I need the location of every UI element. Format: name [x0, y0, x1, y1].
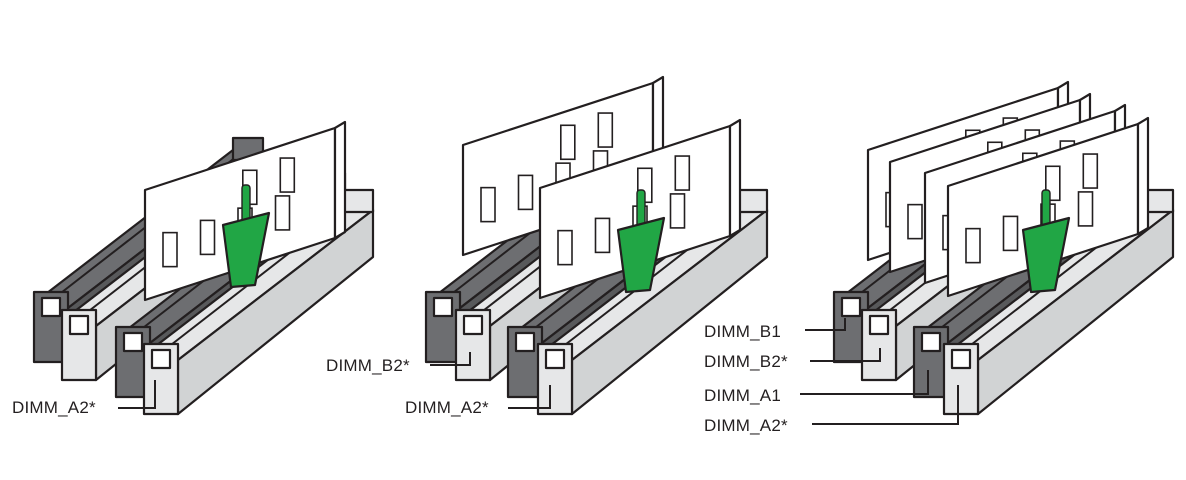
leader-b2-d2 [430, 352, 471, 366]
insert-arrow-d2-head [616, 216, 666, 294]
label-dimm-b1-quad: DIMM_B1 [704, 322, 781, 341]
module-a2-d2-chip [674, 155, 691, 191]
slot-a1-d2-latch-notch [514, 331, 536, 353]
label-dimm-a2-quad: DIMM_A2* [704, 416, 788, 435]
slot-a2-d1-latch-notch [150, 348, 172, 370]
module-4-d3-chip [1082, 153, 1099, 189]
module-b2-d2-chip [517, 174, 534, 211]
module-b2-d2-chip [597, 112, 614, 148]
module-a2-d2-edge [728, 118, 742, 238]
slot-a2-d1-back-latch [341, 188, 375, 214]
module-2-d3-chip [907, 203, 923, 240]
module-b2-d2-chip [480, 186, 496, 223]
slot-a1-d1-latch-notch [122, 331, 144, 353]
label-dimm-b2-quad: DIMM_B2* [704, 352, 788, 371]
insert-arrow-d3 [1021, 189, 1071, 294]
module-b2-d2 [461, 75, 665, 257]
slot-a1-d3-latch-notch [920, 331, 942, 353]
insert-arrow-d3-head [1021, 216, 1071, 294]
slot-b1-d2-latch-notch [432, 296, 454, 318]
leader-a2-d1 [118, 380, 156, 409]
module-a2-d2-chip [557, 229, 573, 266]
slot-b1-d1-latch-notch [40, 296, 62, 318]
module-a2-d2 [538, 118, 742, 300]
module-d1-chip [279, 157, 296, 193]
module-b2-d2-chip [559, 124, 576, 161]
slot-b2-d2-latch-notch [462, 314, 484, 336]
leader-b1-d3 [805, 318, 846, 331]
leader-a1-d3 [800, 370, 929, 395]
module-4-d3-chip [1077, 191, 1094, 227]
module-d1-chip [199, 219, 216, 256]
label-dimm-b2-dual: DIMM_B2* [326, 356, 410, 375]
module-d1-chip [162, 231, 178, 268]
slot-b2-d3-latch-notch [868, 314, 890, 336]
slot-b1-d3-latch-notch [840, 296, 862, 318]
module-4-d3-edge [1136, 116, 1150, 236]
module-a2-d2-chip [669, 193, 686, 229]
module-4-d3-chip [1002, 215, 1019, 252]
module-d1-chip [274, 195, 291, 231]
insert-arrow-d1-head [221, 211, 271, 289]
slot-a2-d2-latch-notch [544, 348, 566, 370]
module-d1 [143, 120, 347, 302]
leader-a2-d2 [508, 385, 551, 409]
label-dimm-a2-dual: DIMM_A2* [405, 398, 489, 417]
leader-a2-d3 [812, 385, 959, 425]
slot-a2-d3-latch-notch [950, 348, 972, 370]
insert-arrow-d2 [616, 189, 666, 294]
slot-a2-d2-back-latch [735, 188, 769, 214]
module-d1-edge [333, 120, 347, 240]
label-dimm-a2-single: DIMM_A2* [12, 398, 96, 417]
label-dimm-a1-quad: DIMM_A1 [704, 386, 781, 405]
module-4-d3-chip [965, 227, 981, 264]
module-a2-d2-chip [594, 217, 611, 254]
insert-arrow-d1 [221, 184, 271, 289]
slot-b2-d1-latch-notch [68, 314, 90, 336]
leader-b2-d3 [810, 348, 881, 362]
